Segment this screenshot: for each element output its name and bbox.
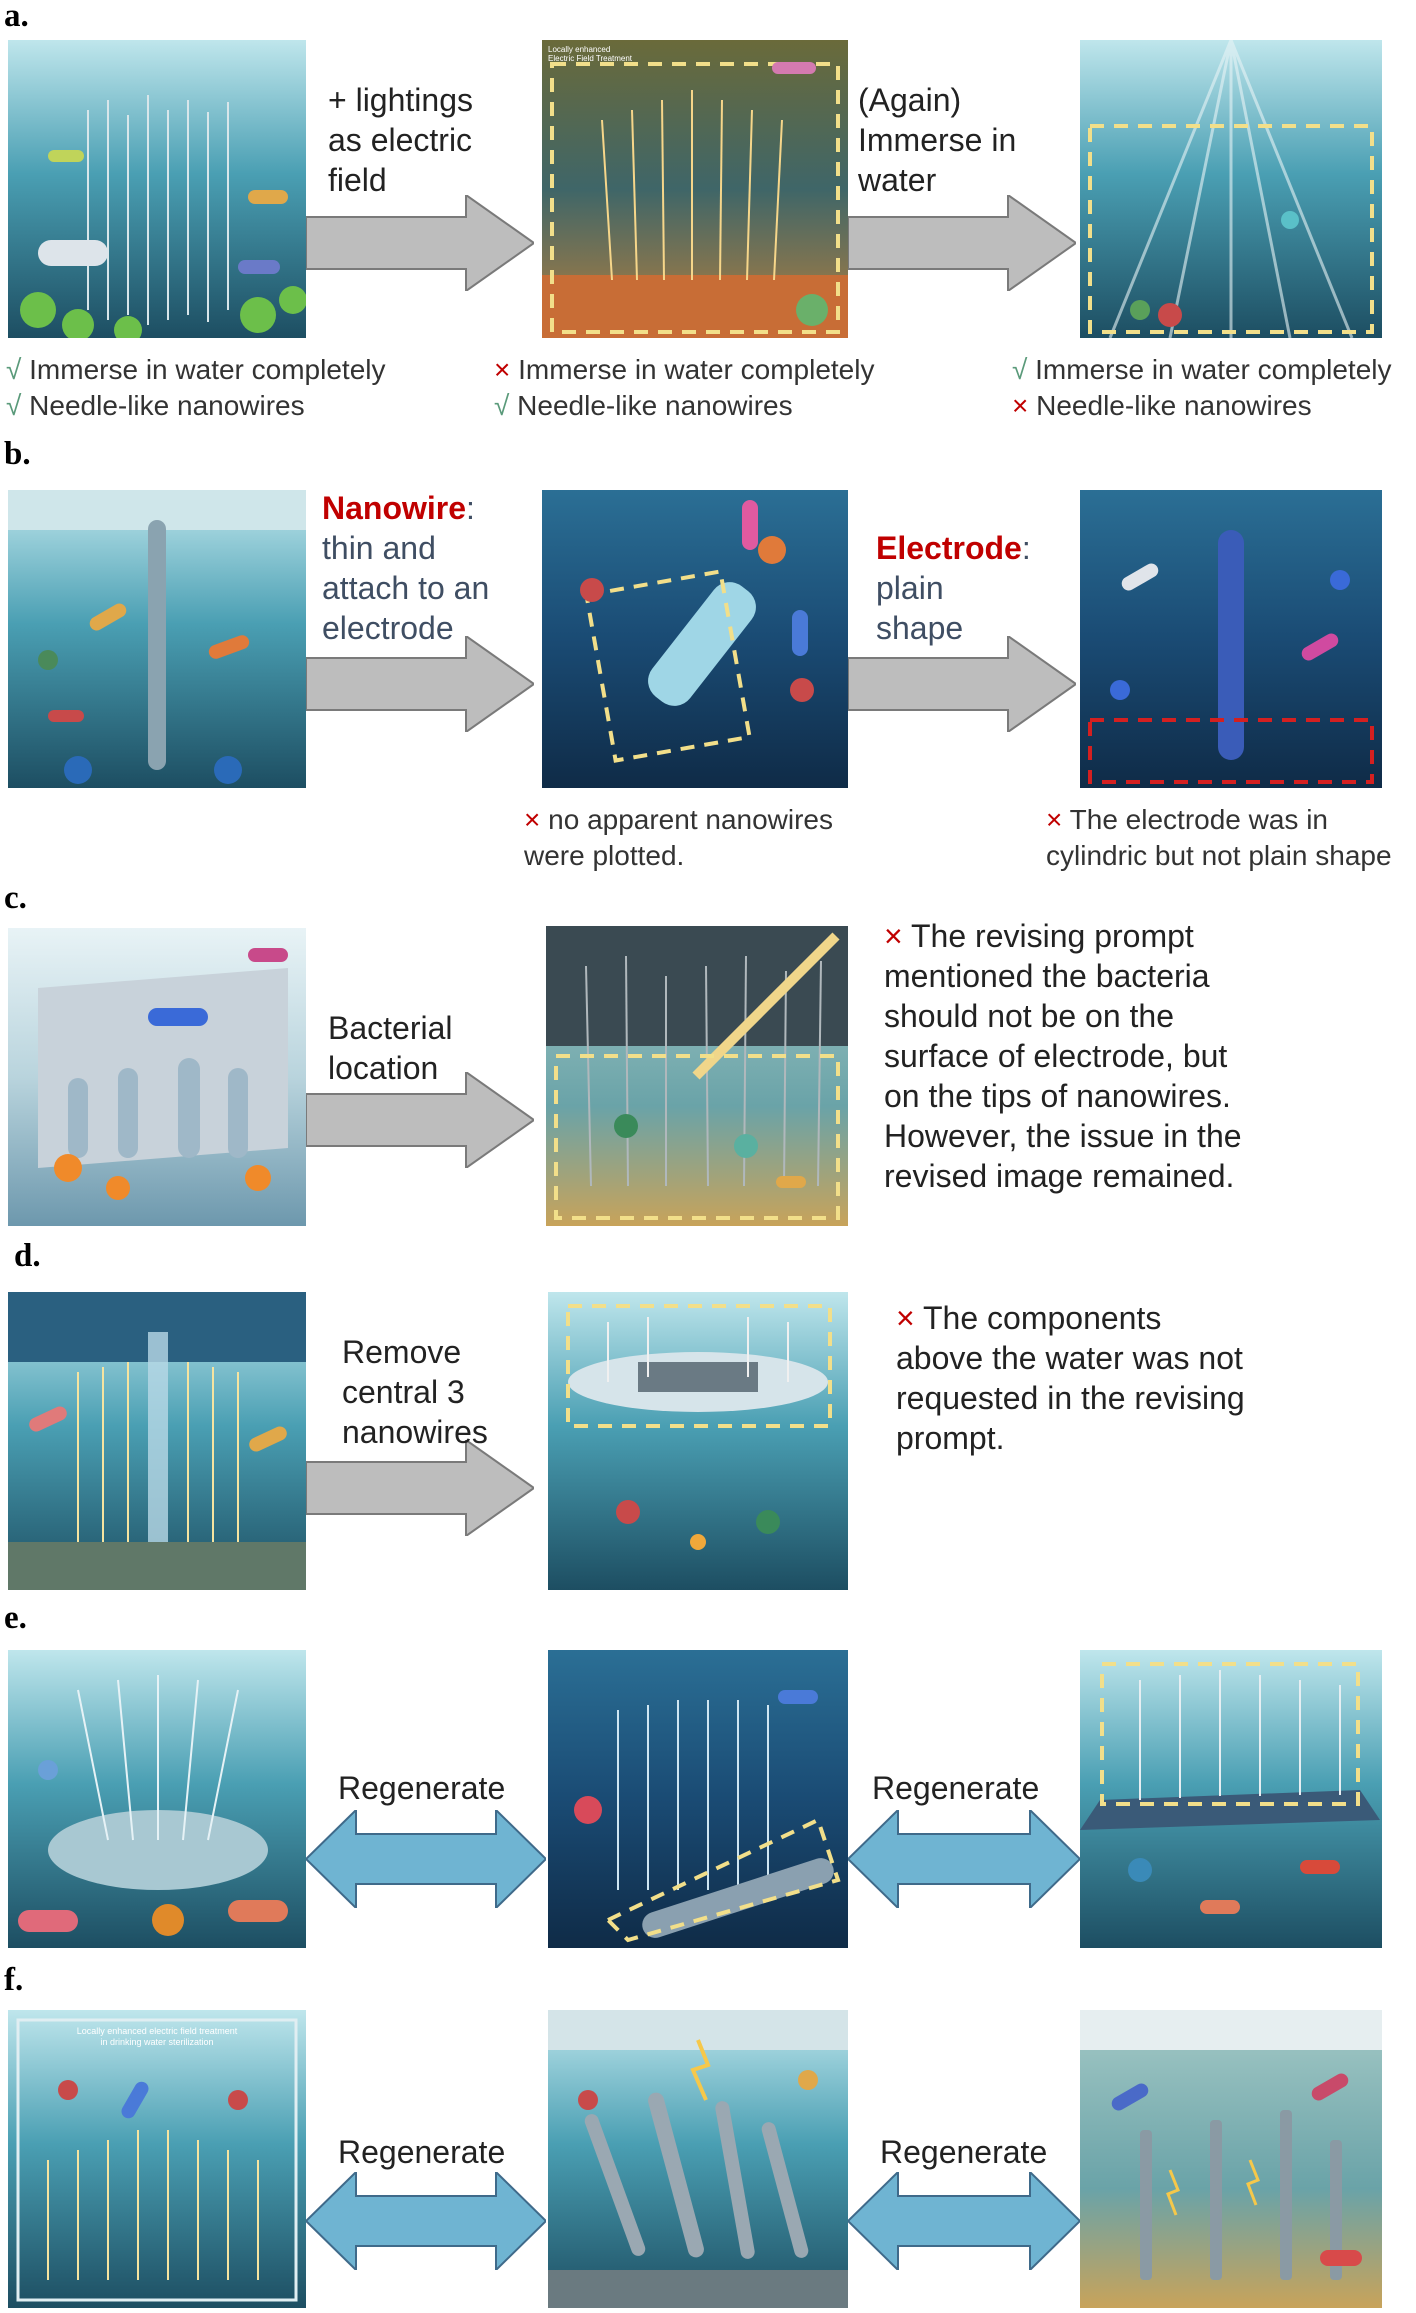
- panel-f-image-1-caption-2: in drinking water sterilization: [100, 2037, 213, 2047]
- panel-b-arrow-2-label: Electrode: plain shape: [876, 530, 1031, 646]
- panel-label-d: d.: [14, 1238, 41, 1274]
- panel-e-arrow-2: [848, 1810, 1080, 1908]
- panel-a-image-2-caption-2: Electric Field Treatment: [548, 54, 633, 63]
- panel-f-arrow-2: [848, 2172, 1080, 2270]
- panel-a-arrow-1-label: + lightings as electric field: [328, 82, 473, 198]
- panel-c-image-2: [546, 926, 848, 1226]
- panel-e-arrow-1: [306, 1810, 546, 1908]
- panel-d-image-1: [8, 1292, 306, 1590]
- panel-f-image-2: [548, 2010, 848, 2308]
- panel-b-image-3: [1080, 490, 1382, 788]
- panel-a-caption-3: √ Immerse in water completely × Needle-l…: [1012, 354, 1392, 421]
- panel-f-arrow-1: [306, 2172, 546, 2270]
- panel-b-arrow-1-label: Nanowire: thin and attach to an electrod…: [322, 490, 490, 646]
- panel-d-arrow-label: Remove central 3 nanowires: [342, 1334, 488, 1450]
- panel-c-image-1: [8, 928, 306, 1226]
- panel-a-caption-1: √ Immerse in water completely √ Needle-l…: [6, 354, 386, 421]
- panel-f-arrow-1-label: Regenerate: [338, 2134, 506, 2170]
- panel-d-arrow: [306, 1440, 534, 1536]
- panel-b-arrow-2: [848, 636, 1076, 732]
- panel-a-image-1: [8, 40, 306, 338]
- panel-d-image-2: [548, 1292, 848, 1590]
- panel-label-c: c.: [4, 880, 27, 916]
- panel-a-image-2-caption-1: Locally enhanced: [548, 45, 610, 54]
- panel-d-note: × The components above the water was not…: [896, 1300, 1245, 1456]
- panel-label-f: f.: [4, 1962, 24, 1998]
- panel-a-arrow-1: [306, 195, 534, 291]
- panel-e-image-1: [8, 1650, 306, 1948]
- panel-c-note: × The revising prompt mentioned the bact…: [884, 918, 1242, 1194]
- panel-e-image-3: [1080, 1650, 1382, 1948]
- panel-e-image-2: [548, 1650, 848, 1948]
- panel-b-image-1: [8, 490, 306, 788]
- panel-a-arrow-2: [848, 195, 1076, 291]
- panel-a-image-3: [1080, 40, 1382, 338]
- panel-b-image-2: [542, 490, 848, 788]
- panel-e-arrow-2-label: Regenerate: [872, 1770, 1040, 1806]
- panel-a-caption-2: × Immerse in water completely √ Needle-l…: [494, 354, 875, 421]
- panel-c-arrow: [306, 1072, 534, 1168]
- panel-label-a: a.: [4, 0, 29, 34]
- panel-f-image-1-caption-1: Locally enhanced electric field treatmen…: [77, 2026, 238, 2036]
- panel-c-arrow-label: Bacterial location: [328, 1010, 453, 1086]
- panel-f-arrow-2-label: Regenerate: [880, 2134, 1048, 2170]
- panel-b-note-1: × no apparent nanowires were plotted.: [524, 804, 834, 871]
- panel-a-arrow-2-label: (Again) Immerse in water: [858, 82, 1017, 198]
- panel-e-arrow-1-label: Regenerate: [338, 1770, 506, 1806]
- panel-f-image-1: Locally enhanced electric field treatmen…: [8, 2010, 306, 2308]
- panel-label-b: b.: [4, 436, 31, 472]
- panel-b-arrow-1: [306, 636, 534, 732]
- panel-f-image-3: [1080, 2010, 1382, 2308]
- panel-b-note-2: × The electrode was in cylindric but not…: [1046, 804, 1392, 871]
- panel-a-image-2: Locally enhanced Electric Field Treatmen…: [542, 40, 848, 338]
- panel-label-e: e.: [4, 1600, 27, 1636]
